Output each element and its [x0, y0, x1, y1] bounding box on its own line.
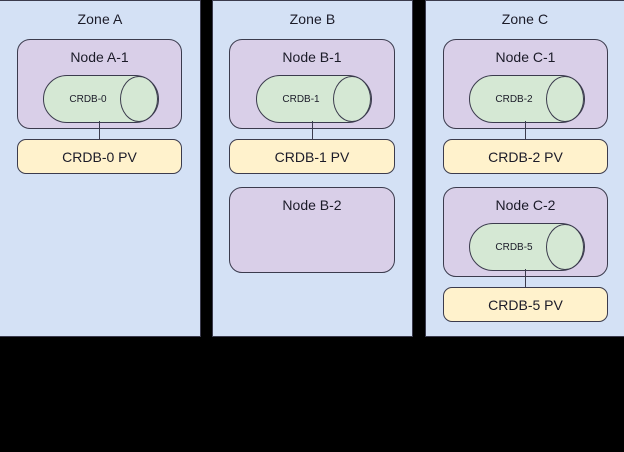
node-box-c-1[interactable]: Node C-1 CRDB-2 — [443, 39, 608, 129]
node-box-a-1[interactable]: Node A-1 CRDB-0 — [17, 39, 182, 129]
pod-label-crdb-5: CRDB-5 — [495, 241, 533, 253]
cylinder-cap-icon — [546, 76, 584, 122]
connector-crdb-5-to-pv — [525, 269, 526, 288]
pv-box-crdb-1[interactable]: CRDB-1 PV — [229, 139, 395, 174]
zone-panel-b: Zone B Node B-1 CRDB-1 CRDB-1 PV Node B-… — [212, 0, 413, 337]
pv-label-crdb-0: CRDB-0 PV — [62, 148, 137, 165]
node-title-a-1: Node A-1 — [70, 49, 129, 65]
connector-crdb-0-to-pv — [99, 121, 100, 140]
pv-label-crdb-2: CRDB-2 PV — [488, 148, 563, 165]
zone-title-c: Zone C — [501, 11, 549, 27]
node-title-b-2: Node B-2 — [282, 197, 342, 213]
pod-label-crdb-2: CRDB-2 — [495, 93, 533, 105]
cylinder-cap-icon — [120, 76, 158, 122]
connector-crdb-1-to-pv — [312, 121, 313, 140]
pod-cylinder-crdb-0[interactable]: CRDB-0 — [43, 75, 159, 123]
pv-label-crdb-1: CRDB-1 PV — [274, 148, 350, 165]
pod-cylinder-crdb-1[interactable]: CRDB-1 — [256, 75, 372, 123]
pod-label-crdb-1: CRDB-1 — [282, 93, 320, 105]
pod-cylinder-crdb-2[interactable]: CRDB-2 — [469, 75, 585, 123]
zone-title-a: Zone A — [77, 11, 123, 27]
node-title-c-1: Node C-1 — [495, 49, 556, 65]
pod-label-crdb-0: CRDB-0 — [69, 93, 107, 105]
zone-panel-a: Zone A Node A-1 CRDB-0 CRDB-0 PV — [0, 0, 201, 337]
pv-label-crdb-5: CRDB-5 PV — [488, 296, 563, 313]
node-box-b-2[interactable]: Node B-2 — [229, 187, 395, 273]
pv-box-crdb-5[interactable]: CRDB-5 PV — [443, 287, 608, 322]
cylinder-cap-icon — [546, 224, 584, 270]
pv-box-crdb-0[interactable]: CRDB-0 PV — [17, 139, 182, 174]
cylinder-cap-icon — [333, 76, 371, 122]
pod-cylinder-crdb-5[interactable]: CRDB-5 — [469, 223, 585, 271]
connector-crdb-2-to-pv — [525, 121, 526, 140]
node-title-b-1: Node B-1 — [282, 49, 342, 65]
node-box-b-1[interactable]: Node B-1 CRDB-1 — [229, 39, 395, 129]
pv-box-crdb-2[interactable]: CRDB-2 PV — [443, 139, 608, 174]
node-box-c-2[interactable]: Node C-2 CRDB-5 — [443, 187, 608, 277]
node-title-c-2: Node C-2 — [495, 197, 556, 213]
zone-title-b: Zone B — [289, 11, 336, 27]
zone-panel-c: Zone C Node C-1 CRDB-2 CRDB-2 PV Node C-… — [425, 0, 624, 337]
